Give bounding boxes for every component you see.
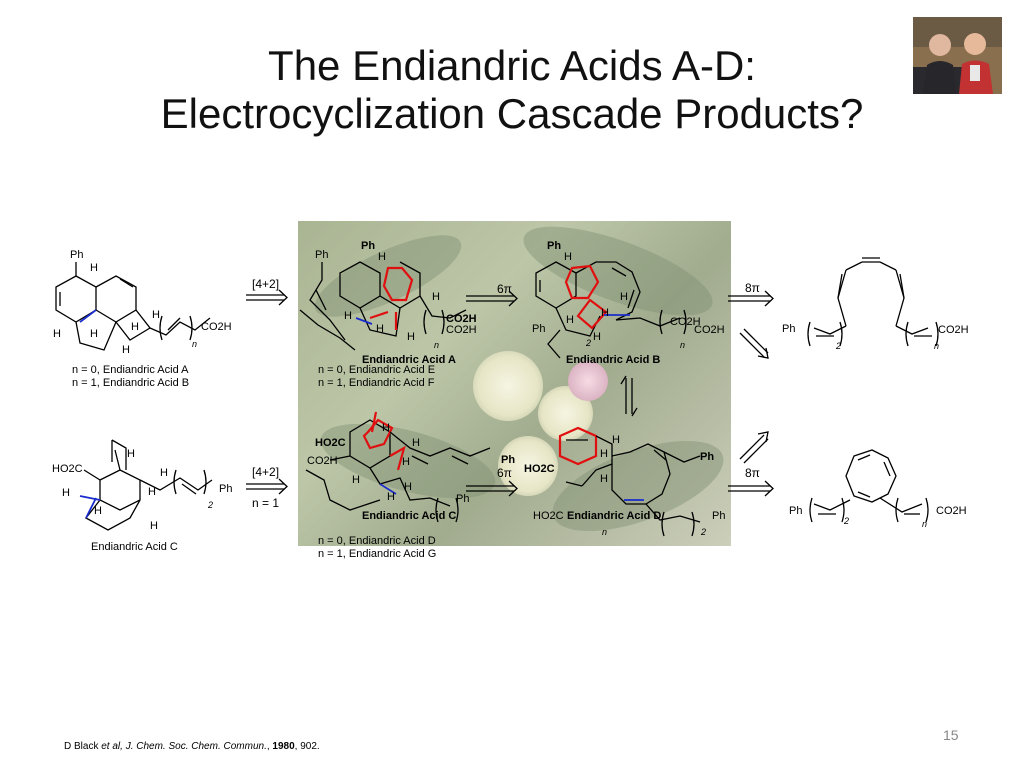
caption-acid-a: Endiandric Acid A — [362, 354, 456, 366]
atom-label-ph: Ph — [361, 240, 376, 252]
citation-etal: et al — [101, 741, 121, 752]
caption-left-n1: n = 1, Endiandric Acid B — [72, 377, 190, 389]
atom-label-h: H — [600, 473, 608, 485]
atom-label-h: H — [593, 331, 601, 343]
atom-label-h: H — [564, 251, 572, 263]
caption-mid-n0-bot: n = 0, Endiandric Acid D — [318, 535, 436, 547]
atom-label-ho2c: HO2C — [524, 463, 555, 475]
arrow-label-bottom-cycloaddition: [4+2] — [252, 465, 280, 479]
atom-label-h: H — [612, 434, 620, 446]
atom-label-ph: Ph — [782, 323, 796, 335]
arrow-label-top-8pi: 8π — [745, 281, 760, 295]
atom-label-co2h: CO2H — [201, 321, 232, 333]
arrow-label-top-cycloaddition: [4+2] — [252, 277, 280, 291]
arrow-label-bottom-condition: n = 1 — [252, 496, 280, 510]
caption-acid-d: Endiandric Acid D — [567, 510, 662, 522]
atom-label-h: H — [402, 456, 410, 468]
atom-label-n: n — [192, 339, 198, 349]
citation: D Black et al, J. Chem. Soc. Chem. Commu… — [64, 741, 320, 752]
atom-label-ph: Ph — [219, 483, 233, 495]
atom-label-h: H — [378, 251, 386, 263]
atom-label-co2h: CO2H — [936, 505, 967, 517]
atom-label-co2h: CO2H — [446, 313, 477, 325]
citation-year: 1980 — [272, 741, 295, 752]
atom-label-h: H — [53, 328, 61, 340]
title-line-2: Electrocyclization Cascade Products? — [160, 90, 864, 137]
atom-label-2: 2 — [586, 338, 592, 348]
atom-label-h: H — [127, 448, 135, 460]
caption-acid-c-left: Endiandric Acid C — [91, 541, 178, 553]
atom-label-h: H — [407, 331, 415, 343]
atom-label-ho2c: HO2C — [533, 510, 564, 522]
arrow-label-bottom-8pi: 8π — [745, 466, 760, 480]
atom-label-h: H — [90, 262, 98, 274]
atom-label-h: H — [344, 310, 352, 322]
atom-label-h: H — [566, 314, 574, 326]
atom-label-2: 2 — [208, 500, 214, 510]
atom-label-ho2c: HO2C — [315, 437, 346, 449]
atom-label-n: n — [934, 341, 940, 351]
atom-label-ph: Ph — [456, 493, 470, 505]
caption-acid-c: Endiandric Acid C — [362, 510, 457, 522]
citation-journal: , J. Chem. Soc. Chem. Commun. — [120, 741, 267, 752]
atom-label-h: H — [387, 491, 395, 503]
atom-label-n: n — [434, 340, 440, 350]
atom-label-co2h: CO2H — [307, 455, 338, 467]
atom-label-co2h: CO2H — [694, 324, 725, 336]
atom-label-h: H — [412, 437, 420, 449]
atom-label-ph: Ph — [532, 323, 546, 335]
caption-mid-n0-top: n = 0, Endiandric Acid E — [318, 364, 436, 376]
atom-label-h: H — [94, 505, 102, 517]
atom-label-ph: Ph — [501, 454, 516, 466]
photo-image — [913, 17, 1002, 94]
atom-label-h: H — [62, 487, 70, 499]
atom-label-n: n — [680, 340, 686, 350]
atom-label-2: 2 — [836, 341, 842, 351]
slide-title: The Endiandric Acids A-D: Electrocycliza… — [0, 42, 1024, 138]
atom-label-ph: Ph — [315, 249, 329, 261]
atom-label-h: H — [432, 291, 440, 303]
atom-label-2: 2 — [844, 516, 850, 526]
atom-label-ph: Ph — [547, 240, 562, 252]
atom-label-ho2c: HO2C — [52, 463, 83, 475]
atom-label-h: H — [352, 474, 360, 486]
atom-label-h: H — [90, 328, 98, 340]
atom-label-h: H — [382, 422, 390, 434]
atom-label-h: H — [148, 486, 156, 498]
caption-mid-n1-bot: n = 1, Endiandric Acid G — [318, 548, 437, 560]
atom-label-h: H — [404, 481, 412, 493]
atom-label-co2h: CO2H — [938, 324, 969, 336]
arrow-label-top-6pi: 6π — [497, 282, 512, 296]
atom-label-h: H — [131, 321, 139, 333]
atom-label-h: H — [620, 291, 628, 303]
citation-sep: , — [266, 741, 273, 752]
atom-label-ph: Ph — [789, 505, 803, 517]
atom-label-n: n — [602, 527, 608, 537]
atom-label-h: H — [601, 307, 609, 319]
caption-acid-b: Endiandric Acid B — [566, 354, 661, 366]
citation-pages: , 902. — [294, 741, 320, 752]
atom-label-h: H — [600, 448, 608, 460]
atom-label-h: H — [376, 323, 384, 335]
caption-mid-n1-top: n = 1, Endiandric Acid F — [318, 377, 435, 389]
atom-label-h: H — [150, 520, 158, 532]
atom-label-ph: Ph — [700, 451, 715, 463]
citation-author: D Black — [64, 741, 102, 752]
title-line-1: The Endiandric Acids A-D: — [268, 42, 756, 89]
atom-label-co2h: CO2H — [670, 316, 701, 328]
atom-label-2: 2 — [701, 527, 707, 537]
arrow-label-bottom-6pi: 6π — [497, 466, 512, 480]
page-number: 15 — [943, 727, 959, 743]
atom-label-h: H — [152, 309, 160, 321]
atom-label-ph: Ph — [712, 510, 726, 522]
atom-label-co2h: CO2H — [446, 324, 477, 336]
atom-label-h: H — [122, 344, 130, 356]
atom-label-ph: Ph — [70, 249, 84, 261]
atom-label-h: H — [160, 467, 168, 479]
caption-left-n0: n = 0, Endiandric Acid A — [72, 364, 189, 376]
atom-label-n: n — [922, 519, 928, 529]
